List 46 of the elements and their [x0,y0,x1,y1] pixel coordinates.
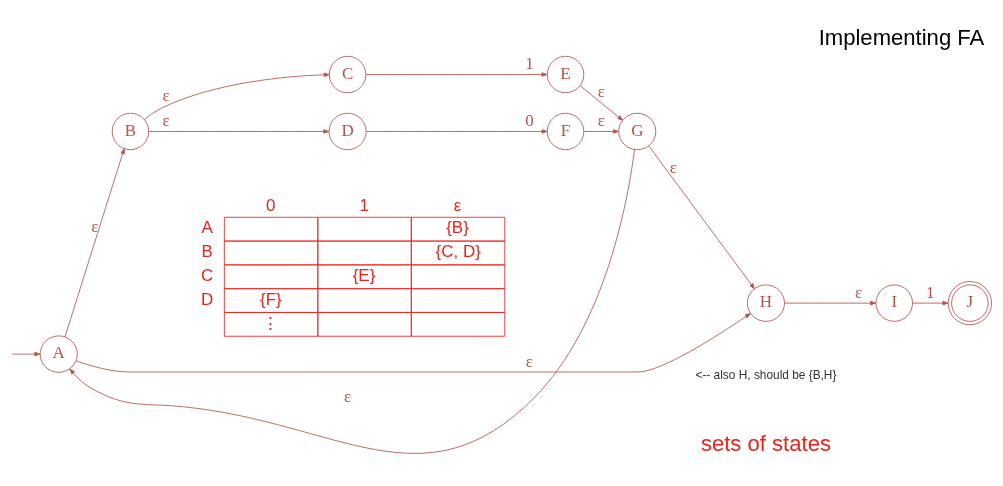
edge-label: ε [162,85,170,105]
diagram-title: Implementing FA [818,25,985,51]
label: 0 [266,195,276,215]
arrow [64,148,125,338]
edge-label: ε [597,81,605,101]
label: 1 [359,195,369,215]
label: {E} [352,266,376,286]
edge-label: ε [162,111,170,131]
arrow [579,85,624,121]
node-circle: I [875,284,913,322]
arrow [648,145,755,290]
label: {B} [446,218,469,238]
edge-label: 1 [926,283,935,303]
label: sets of states [700,431,831,457]
node-circle: E [546,55,585,94]
label: A [201,218,213,238]
edge-label: ε [597,111,605,131]
node-circle: B [111,112,150,151]
arrow [148,129,330,134]
arrow [11,351,41,357]
arrow [583,129,619,134]
label: {F} [260,289,282,309]
edge-label: ε [344,386,352,406]
node-circle: F [546,112,585,151]
arrow [784,300,877,306]
edge-label: 0 [525,111,534,131]
edge-label: ε [669,158,677,178]
label: <-- also H, should be {B,H} [695,367,837,382]
label: {C, D} [435,242,481,262]
label: B [201,242,213,262]
arrow [366,129,548,134]
label: D [200,289,214,309]
arrow [75,313,751,373]
label: ε [453,195,462,215]
arrow [69,149,635,454]
arrow [143,72,330,120]
arrow [912,300,949,306]
edge-label: 1 [525,54,534,74]
label: C [200,266,214,286]
node-circle: C [328,55,367,94]
edge-label: ε [91,216,99,236]
edge-label: ε [525,351,533,371]
arrow [365,72,548,77]
label: ⋮ [262,313,280,333]
node-circle: D [328,112,367,151]
edge-label: ε [855,283,863,303]
